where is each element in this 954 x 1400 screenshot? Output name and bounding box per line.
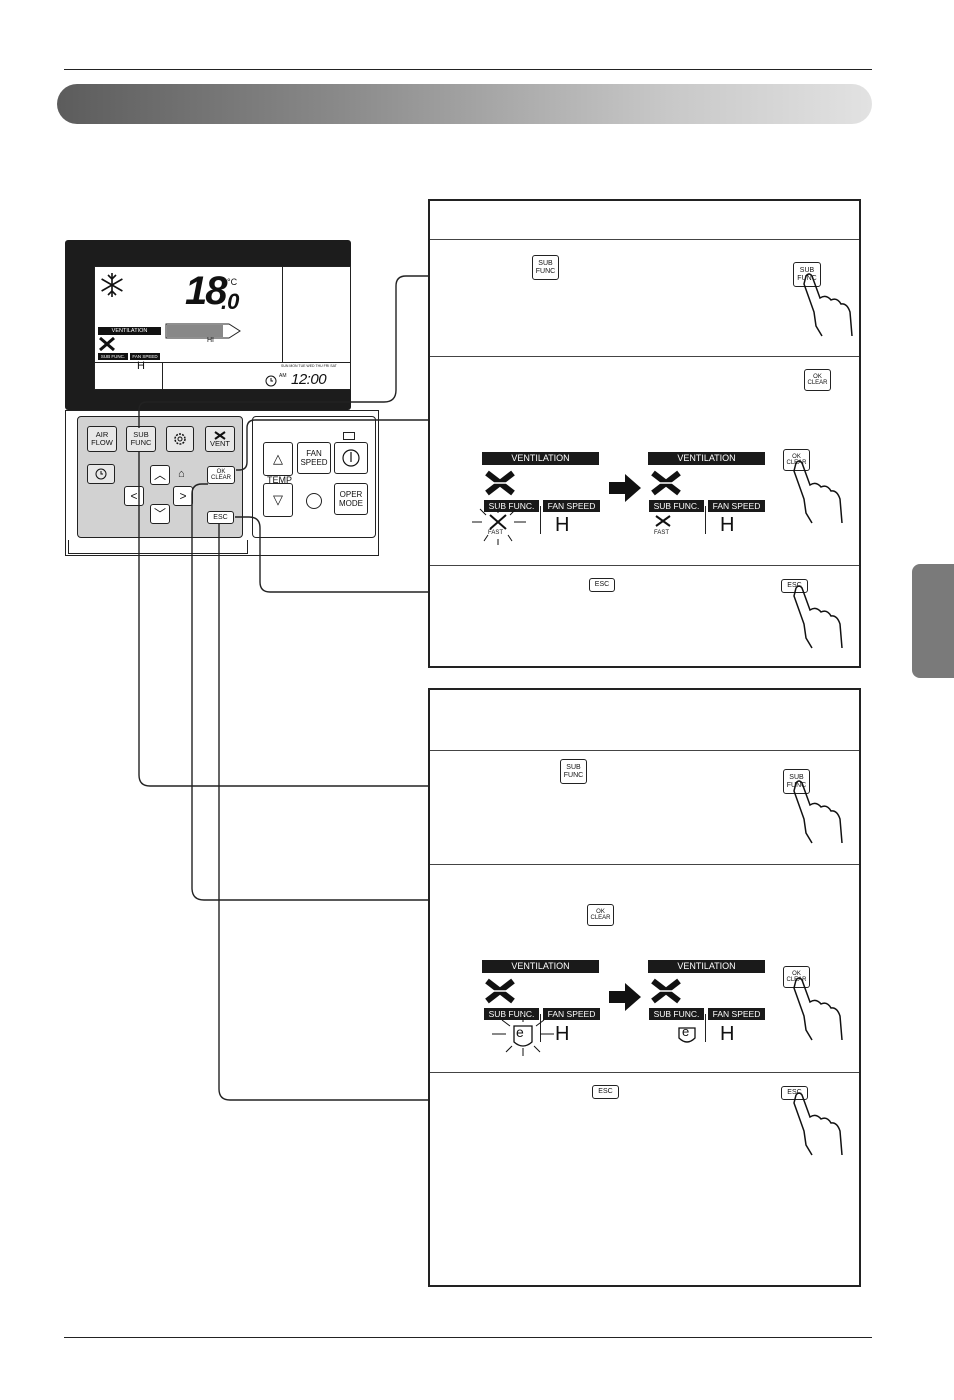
display-sub-func-tag: SUB FUNC. xyxy=(649,1008,704,1020)
display-fan-speed-tag: FAN SPEED xyxy=(543,500,600,512)
left-button[interactable]: < xyxy=(124,486,144,506)
temp-down-button[interactable]: ▽ xyxy=(263,483,293,517)
ventilation-icon xyxy=(214,430,226,440)
display-ventilation-label: VENTILATION xyxy=(482,452,599,465)
timer-button[interactable] xyxy=(87,464,115,484)
home-icon: ⌂ xyxy=(178,468,185,480)
esc-button[interactable]: ESC xyxy=(207,511,234,524)
lcd-unit: °C xyxy=(227,277,238,287)
clock-icon xyxy=(265,375,277,387)
pressing-finger-icon xyxy=(803,273,853,337)
lcd-clock: 12:00 xyxy=(291,371,327,388)
chevron-down-icon: ﹀ xyxy=(153,507,166,521)
lcd-am: AM xyxy=(279,373,287,379)
right-button[interactable]: > xyxy=(173,486,193,506)
pressing-finger-icon xyxy=(793,585,843,649)
lcd-weekdays: SUN MON TUE WED THU FRI SAT xyxy=(281,364,337,368)
pressing-finger-icon xyxy=(793,1092,843,1156)
display-sub-func-tag: SUB FUNC. xyxy=(484,1008,539,1020)
lcd-screen: 18 .0 °C HI VENTILATION SUB FUNC. FAN SP… xyxy=(94,266,351,390)
display-sub-func-tag: SUB FUNC. xyxy=(649,500,704,512)
triangle-up-icon: △ xyxy=(273,451,283,466)
display-fan-level: H xyxy=(555,1023,570,1045)
arrow-right-icon xyxy=(609,983,641,1011)
lcd-temperature-decimal: .0 xyxy=(221,289,240,314)
display-fan-level: H xyxy=(720,514,735,536)
display-fast-label: FAST xyxy=(654,530,670,536)
display-energy-label: e xyxy=(682,1024,690,1039)
pressing-finger-icon xyxy=(793,780,843,844)
display-ventilation-label: VENTILATION xyxy=(648,452,765,465)
power-icon xyxy=(342,449,360,467)
ventilation-icon xyxy=(99,337,115,351)
pressing-finger-icon xyxy=(793,460,843,524)
energy-saving-icon xyxy=(678,1027,696,1043)
blinking-energy-saving-icon xyxy=(492,1014,554,1056)
display-fan-speed-tag: FAN SPEED xyxy=(708,500,765,512)
ventilation-icon xyxy=(651,470,681,496)
display-fan-level: H xyxy=(555,514,570,536)
vent-button[interactable]: VENT xyxy=(205,426,235,452)
display-ventilation-label: VENTILATION xyxy=(482,960,599,973)
ventilation-icon xyxy=(485,470,515,496)
fast-ventilation-icon xyxy=(655,515,671,527)
top-rule xyxy=(64,69,872,70)
power-button[interactable] xyxy=(334,442,368,474)
chevron-right-icon: > xyxy=(179,489,187,503)
ventilation-icon xyxy=(651,978,681,1004)
cooling-snowflake-icon xyxy=(101,273,123,297)
display-fan-level: H xyxy=(720,1023,735,1045)
settings-button[interactable] xyxy=(166,426,194,452)
lcd-bar-level: HI xyxy=(207,337,214,344)
chevron-left-icon: < xyxy=(130,489,138,503)
display-fast-label: FAST xyxy=(488,530,504,536)
blinking-fast-icon xyxy=(472,507,526,545)
esc-key-icon: ESC xyxy=(592,1085,619,1099)
up-button[interactable]: ︿ xyxy=(150,465,170,485)
pressing-finger-icon xyxy=(793,977,843,1041)
arrow-right-icon xyxy=(609,474,641,502)
gear-icon xyxy=(174,433,186,445)
bottom-rule xyxy=(64,1337,872,1338)
lcd-sub-func-label: SUB FUNC. xyxy=(98,353,128,360)
section-title-bar xyxy=(57,84,872,124)
fan-speed-bar-icon xyxy=(165,323,241,339)
triangle-down-icon: ▽ xyxy=(273,492,283,507)
indicator-led xyxy=(306,493,322,509)
lcd-temperature: 18 xyxy=(185,269,227,313)
temp-up-button[interactable]: △ xyxy=(263,442,293,476)
clock-icon xyxy=(95,468,107,480)
down-button[interactable]: ﹀ xyxy=(150,504,170,524)
display-fan-speed-tag: FAN SPEED xyxy=(708,1008,765,1020)
ventilation-icon xyxy=(485,978,515,1004)
lcd-fan-speed-label: FAN SPEED xyxy=(130,353,160,360)
display-fan-speed-tag: FAN SPEED xyxy=(543,1008,600,1020)
esc-key-icon: ESC xyxy=(589,578,615,592)
lcd-fan-level: H xyxy=(137,360,145,372)
chapter-tab xyxy=(912,564,954,678)
display-ventilation-label: VENTILATION xyxy=(648,960,765,973)
display-energy-label: e xyxy=(516,1024,524,1040)
temp-label: TEMP xyxy=(267,475,293,485)
chevron-up-icon: ︿ xyxy=(153,468,166,482)
lcd-ventilation-label: VENTILATION xyxy=(98,327,161,335)
